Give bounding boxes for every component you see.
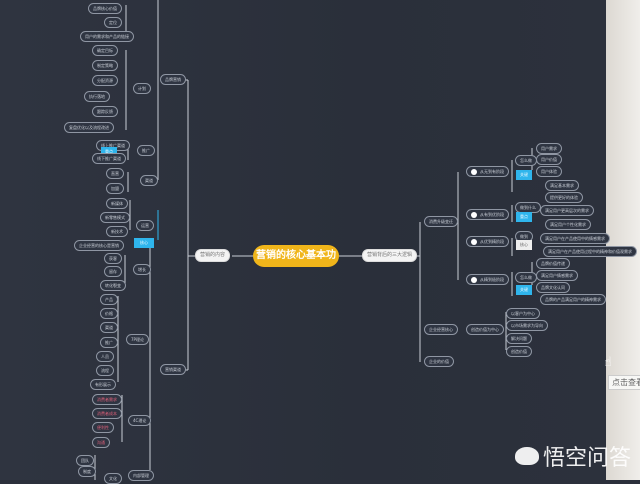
topic-inner[interactable]: 内部管理 [128,470,154,481]
node[interactable]: 有形展示 [90,379,116,390]
node[interactable]: 品牌核心价值 [88,3,122,14]
node[interactable]: 沟通 [92,437,110,448]
ops-tag: 核心 [134,238,154,248]
node[interactable]: 新媒体 [106,198,128,209]
stage-label: 从无到有阶段 [480,169,504,174]
topic-plan[interactable]: 计划 [133,83,151,94]
central-topic[interactable]: 营销的核心基本功 [253,245,339,267]
node[interactable]: 留存 [104,266,122,277]
node[interactable]: 满足用户情感需求 [536,270,578,281]
topic-value[interactable]: 企业的价值 [424,356,454,367]
topic-core[interactable]: 企业经营核心 [424,324,458,335]
stage-tag: 重点 [516,212,532,222]
topic-7p[interactable]: 7P理论 [126,334,149,345]
node[interactable]: 产品 [100,294,118,305]
circle-icon [471,169,477,175]
node[interactable]: 文化 [104,473,122,484]
stage-node[interactable]: 从精到极阶段 [466,274,509,285]
node[interactable]: 制度 [78,466,96,477]
stage-label: 从优到精阶段 [480,239,504,244]
node[interactable]: 创造价值为中心 [466,324,504,335]
node[interactable]: 用户体验 [536,166,562,177]
node[interactable]: 用户价值 [536,154,562,165]
topic-upgrade[interactable]: 消费升级变迁 [424,216,458,227]
stage-label: 从精到极阶段 [480,277,504,282]
node[interactable]: 品牌的产品满足用户的精神需求 [540,294,606,305]
node[interactable]: 制定策略 [92,60,118,71]
stage-node[interactable]: 从无到有阶段 [466,166,509,177]
circle-icon [471,277,477,283]
node[interactable]: 分配资源 [92,75,118,86]
topic-promo[interactable]: 推广 [137,145,155,156]
left-main-topic[interactable]: 营销的内容 [195,249,231,262]
node[interactable]: 人员 [96,351,114,362]
hand-cursor-icon: ☝ [604,355,612,370]
node[interactable]: 以市场需求为导向 [506,320,548,331]
topic-brand[interactable]: 品牌营销 [160,74,186,85]
node[interactable]: 怎么做 [515,155,537,166]
node[interactable]: 跟踪反馈 [92,106,118,117]
node[interactable]: 转化裂变 [100,280,126,291]
stage-node[interactable]: 从优到精阶段 [466,236,509,247]
wukong-logo-icon [515,447,539,465]
node[interactable]: 解决问题 [506,333,532,344]
node[interactable]: 线下推广渠道 [92,153,126,164]
node[interactable]: 流程 [96,365,114,376]
node[interactable]: 直营 [106,168,124,179]
node[interactable]: 品牌文化认同 [536,282,570,293]
node[interactable]: 加盟 [106,183,124,194]
node[interactable]: 获客 [104,253,122,264]
circle-icon [471,239,477,245]
node[interactable]: 创造价值 [506,346,532,357]
node[interactable]: 满足用户在产品使用中的情感需求 [540,233,610,244]
circle-icon [471,212,477,218]
stage-tag: 关键 [516,285,532,295]
node[interactable]: 消费者成本 [92,408,122,419]
node[interactable]: 推广 [100,337,118,348]
node[interactable]: 满足基本需求 [545,180,579,191]
screen-bezel [606,0,640,480]
node[interactable]: 执行落地 [84,91,110,102]
node[interactable]: 用户的需求和产品的链接 [80,31,134,42]
node[interactable]: 满足用户更高层次的需求 [540,205,594,216]
topic-channel[interactable]: 营销渠道 [160,364,186,375]
connector-lines [94,0,533,480]
node[interactable]: 满足用户个性化需求 [545,219,591,230]
stage-node[interactable]: 从有到优阶段 [466,209,509,220]
node[interactable]: 企业经营的核心是营销 [74,240,124,251]
right-main-topic[interactable]: 营销背后的三大逻辑 [362,249,418,262]
node[interactable]: 定位 [104,17,122,28]
node[interactable]: 怎么做 [515,272,537,283]
node[interactable]: 新零售模式 [100,212,130,223]
node[interactable]: 消费者需求 [92,394,122,405]
watermark: 悟空问答 [515,440,631,472]
topic-growth[interactable]: 增长 [133,264,151,275]
stage-label: 从有到优阶段 [480,212,504,217]
watermark-text: 悟空问答 [543,446,632,471]
node[interactable]: 团队 [76,455,94,466]
node[interactable]: 确定目标 [92,45,118,56]
node[interactable]: 品牌价值传递 [536,258,570,269]
node[interactable]: 便利性 [92,422,114,433]
node[interactable]: 新技术 [106,226,128,237]
node[interactable]: 价格 [100,308,118,319]
node[interactable]: 以客户为中心 [506,308,540,319]
node[interactable]: 渠道 [100,322,118,333]
node[interactable]: 复盘优化以及流程改进 [64,122,114,133]
stage-tag: 核心 [516,240,532,250]
promo-tag: 重点 [101,147,117,157]
tooltip: 点击查看 [608,375,640,390]
node[interactable]: 用户需求 [536,143,562,154]
topic-ops[interactable]: 运营 [136,220,154,231]
topic-4c[interactable]: 4C理论 [128,415,152,426]
topic-sales[interactable]: 渠道 [140,175,158,186]
node[interactable]: 满足用户在产品使用过程中的精神和价值观需求 [543,246,637,257]
node[interactable]: 提供更好的体验 [545,192,583,203]
stage-tag: 关键 [516,170,532,180]
